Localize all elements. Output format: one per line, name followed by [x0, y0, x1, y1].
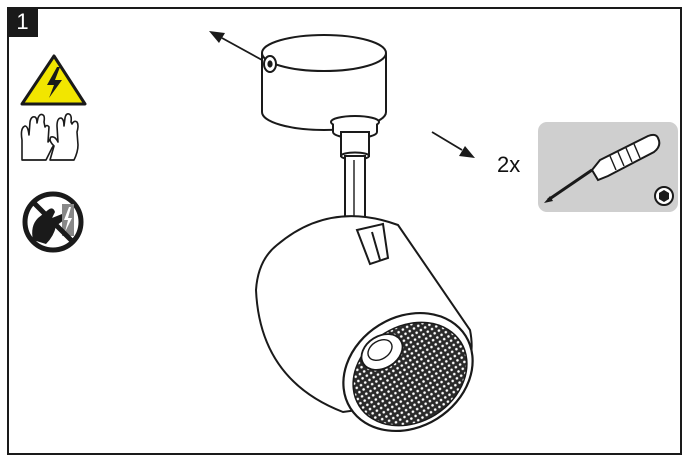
instruction-frame	[7, 7, 682, 455]
electric-hazard-warning-icon	[20, 54, 87, 106]
direction-arrow-left	[209, 31, 263, 61]
screwdriver-icon	[544, 133, 661, 203]
step-number-badge: 1	[7, 7, 38, 37]
mounting-collar	[330, 115, 380, 161]
hex-socket-icon	[654, 186, 674, 206]
protective-gloves-icon	[20, 113, 79, 161]
no-touch-live-parts-icon	[22, 191, 84, 253]
spotlight-lens-front	[342, 311, 474, 433]
ceiling-canopy	[261, 34, 387, 131]
canopy-set-screw	[263, 55, 277, 73]
direction-arrow-right	[431, 131, 475, 158]
screw-quantity-label: 2x	[497, 152, 521, 177]
